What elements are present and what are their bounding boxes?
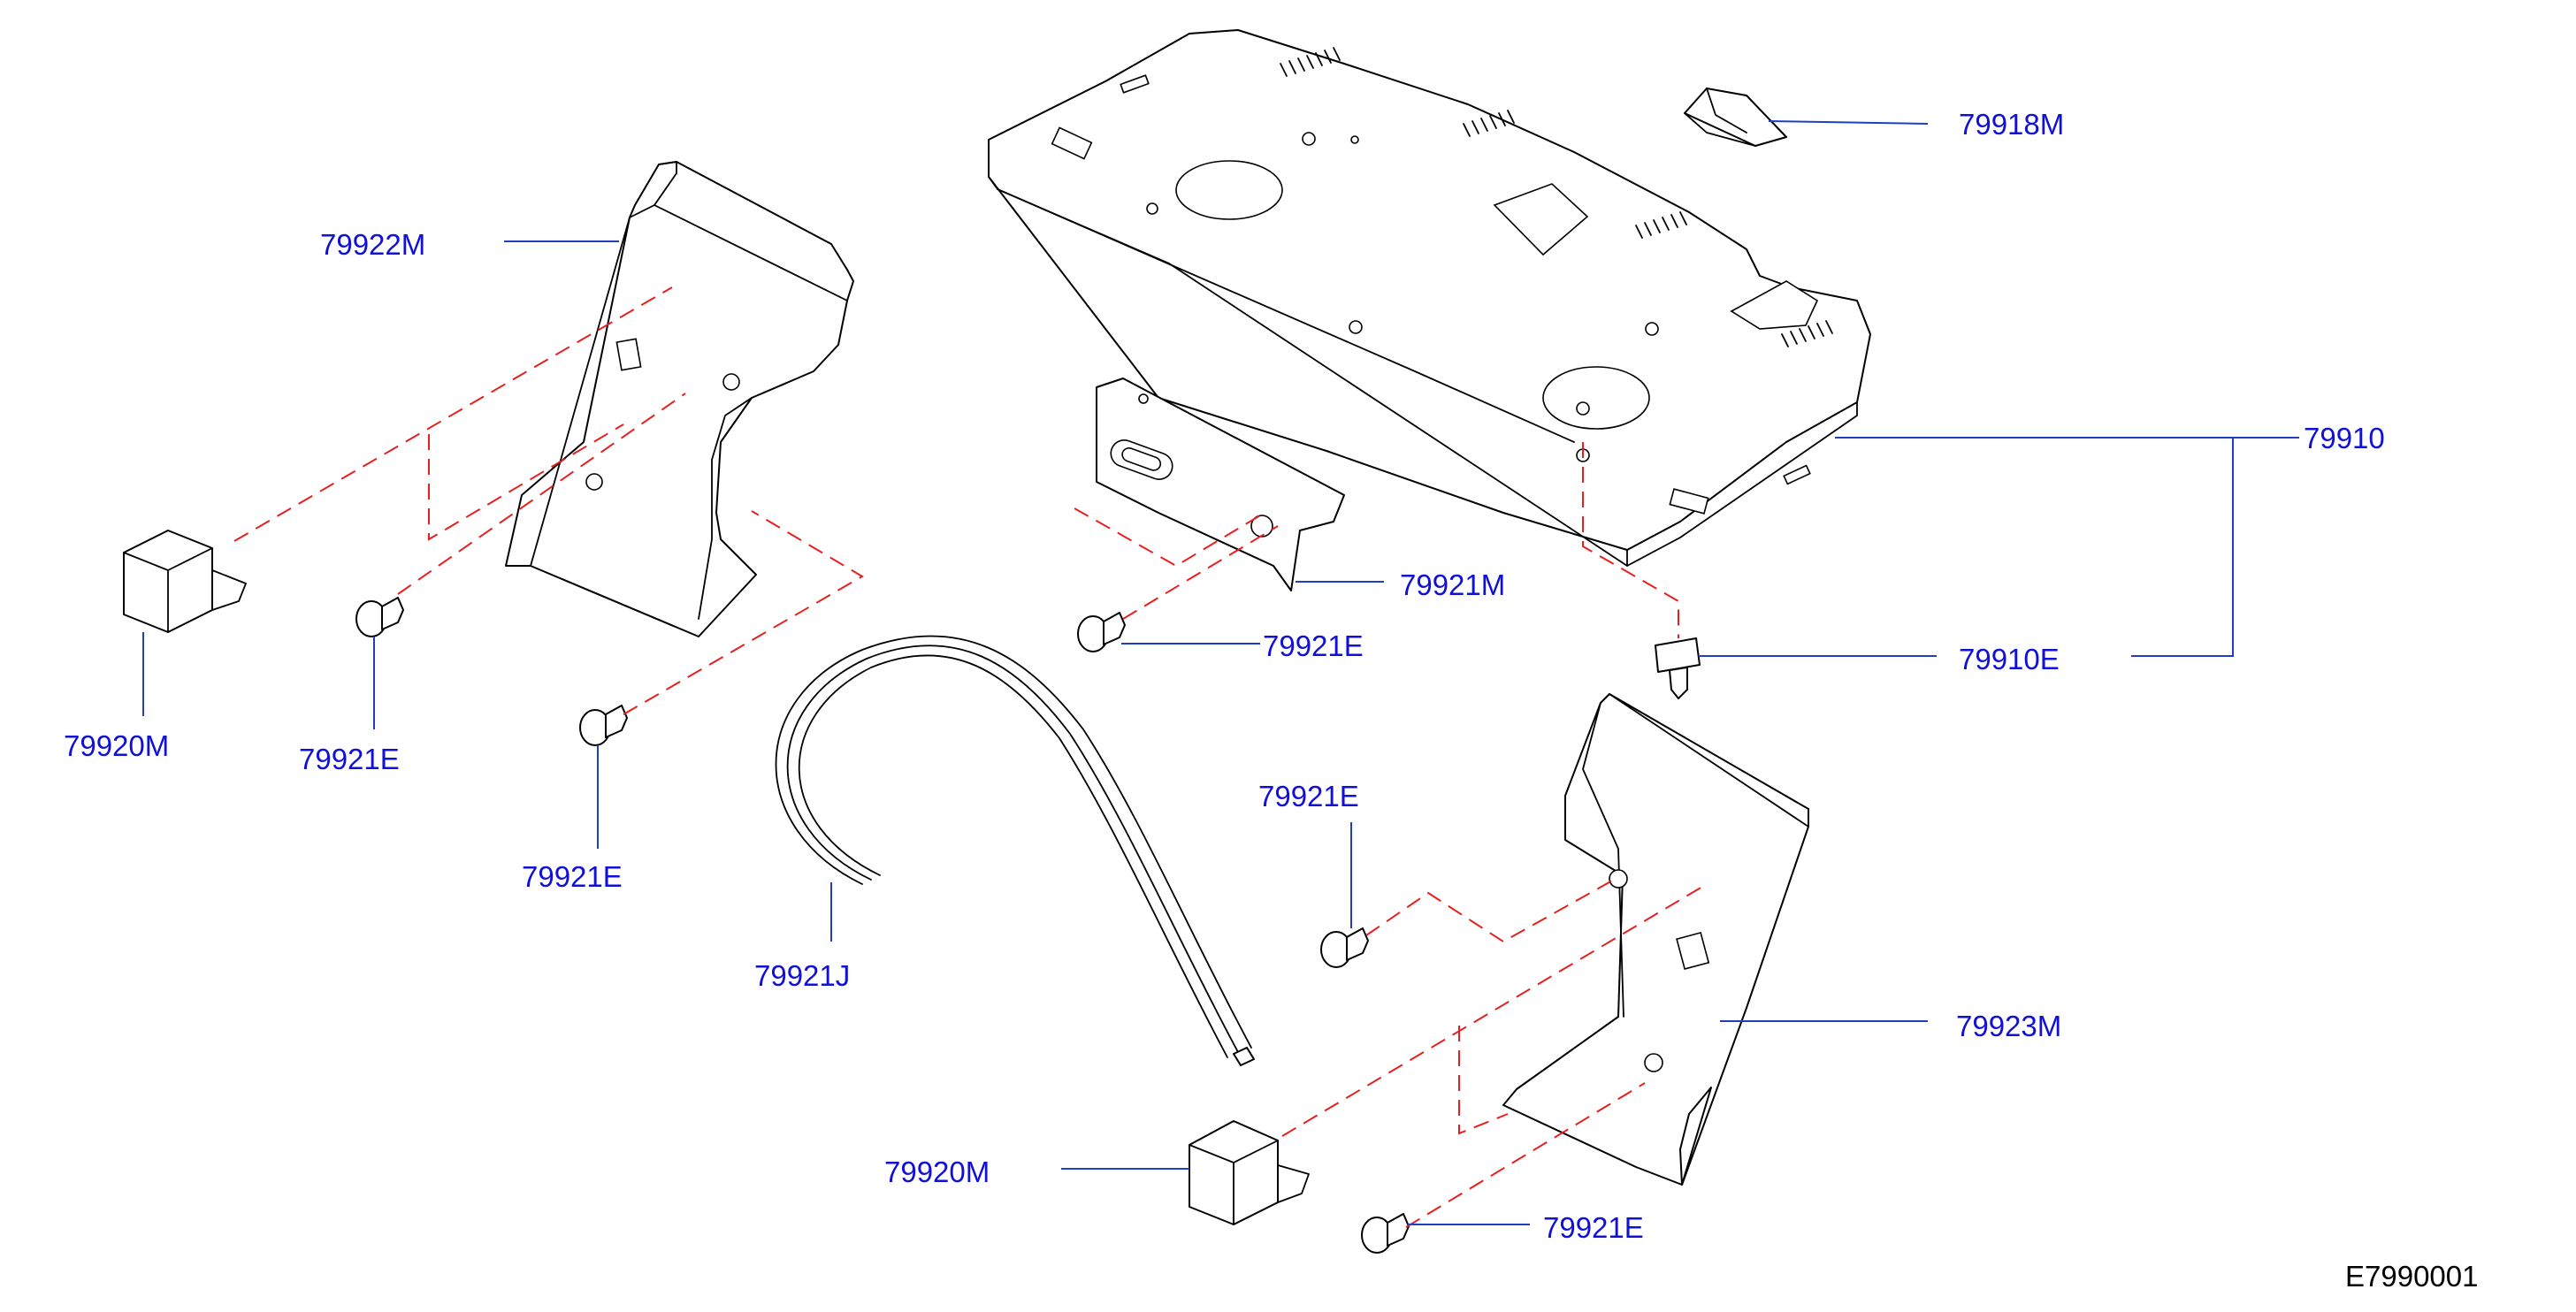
clip-79921E-bottom	[1361, 1213, 1410, 1254]
leader-lines	[142, 120, 2299, 1225]
callout-79921M: 79921M	[1400, 568, 1505, 601]
callout-79921E-right-upper: 79921E	[1258, 780, 1359, 812]
clip-79921E-right-upper	[1320, 927, 1369, 968]
callout-labels: 79918M 79922M 79910 79921M 79921E 79910E…	[64, 108, 2385, 1244]
clip-79921E-center	[1077, 612, 1126, 652]
callout-79921E-left-lower: 79921E	[522, 860, 623, 893]
callout-79922M: 79922M	[320, 228, 425, 261]
callout-79921E-bottom: 79921E	[1543, 1211, 1644, 1244]
clip-79921E-left-upper	[355, 597, 404, 637]
clip-79921E-left-lower	[579, 705, 628, 746]
foam-block-79920M-bottom	[1189, 1120, 1310, 1225]
callout-79921E-center: 79921E	[1263, 629, 1364, 662]
callout-79910: 79910	[2304, 422, 2385, 454]
center-bracket-79921M	[1096, 378, 1345, 591]
left-side-trim-79922M	[505, 161, 854, 637]
foam-block-79920M-left	[123, 530, 247, 633]
callout-79910E: 79910E	[1959, 643, 2060, 675]
callout-79918M: 79918M	[1959, 108, 2064, 141]
shelf-vent-slots	[1280, 47, 1833, 347]
right-side-trim-79923M	[1502, 693, 1809, 1186]
weatherstrip-79921J	[775, 635, 1255, 1066]
rear-parcel-shelf	[988, 29, 1871, 567]
clip-79910E	[1655, 637, 1701, 699]
callout-79920M-left: 79920M	[64, 729, 169, 762]
callout-79921E-left-upper: 79921E	[299, 743, 400, 775]
clip-79918M	[1684, 88, 1787, 147]
callout-79921J: 79921J	[754, 959, 850, 992]
drawing-code: E7990001	[2345, 1260, 2478, 1293]
callout-79923M: 79923M	[1956, 1010, 2061, 1042]
assembly-lines	[233, 286, 1708, 1228]
callout-79920M-bottom: 79920M	[884, 1156, 990, 1188]
